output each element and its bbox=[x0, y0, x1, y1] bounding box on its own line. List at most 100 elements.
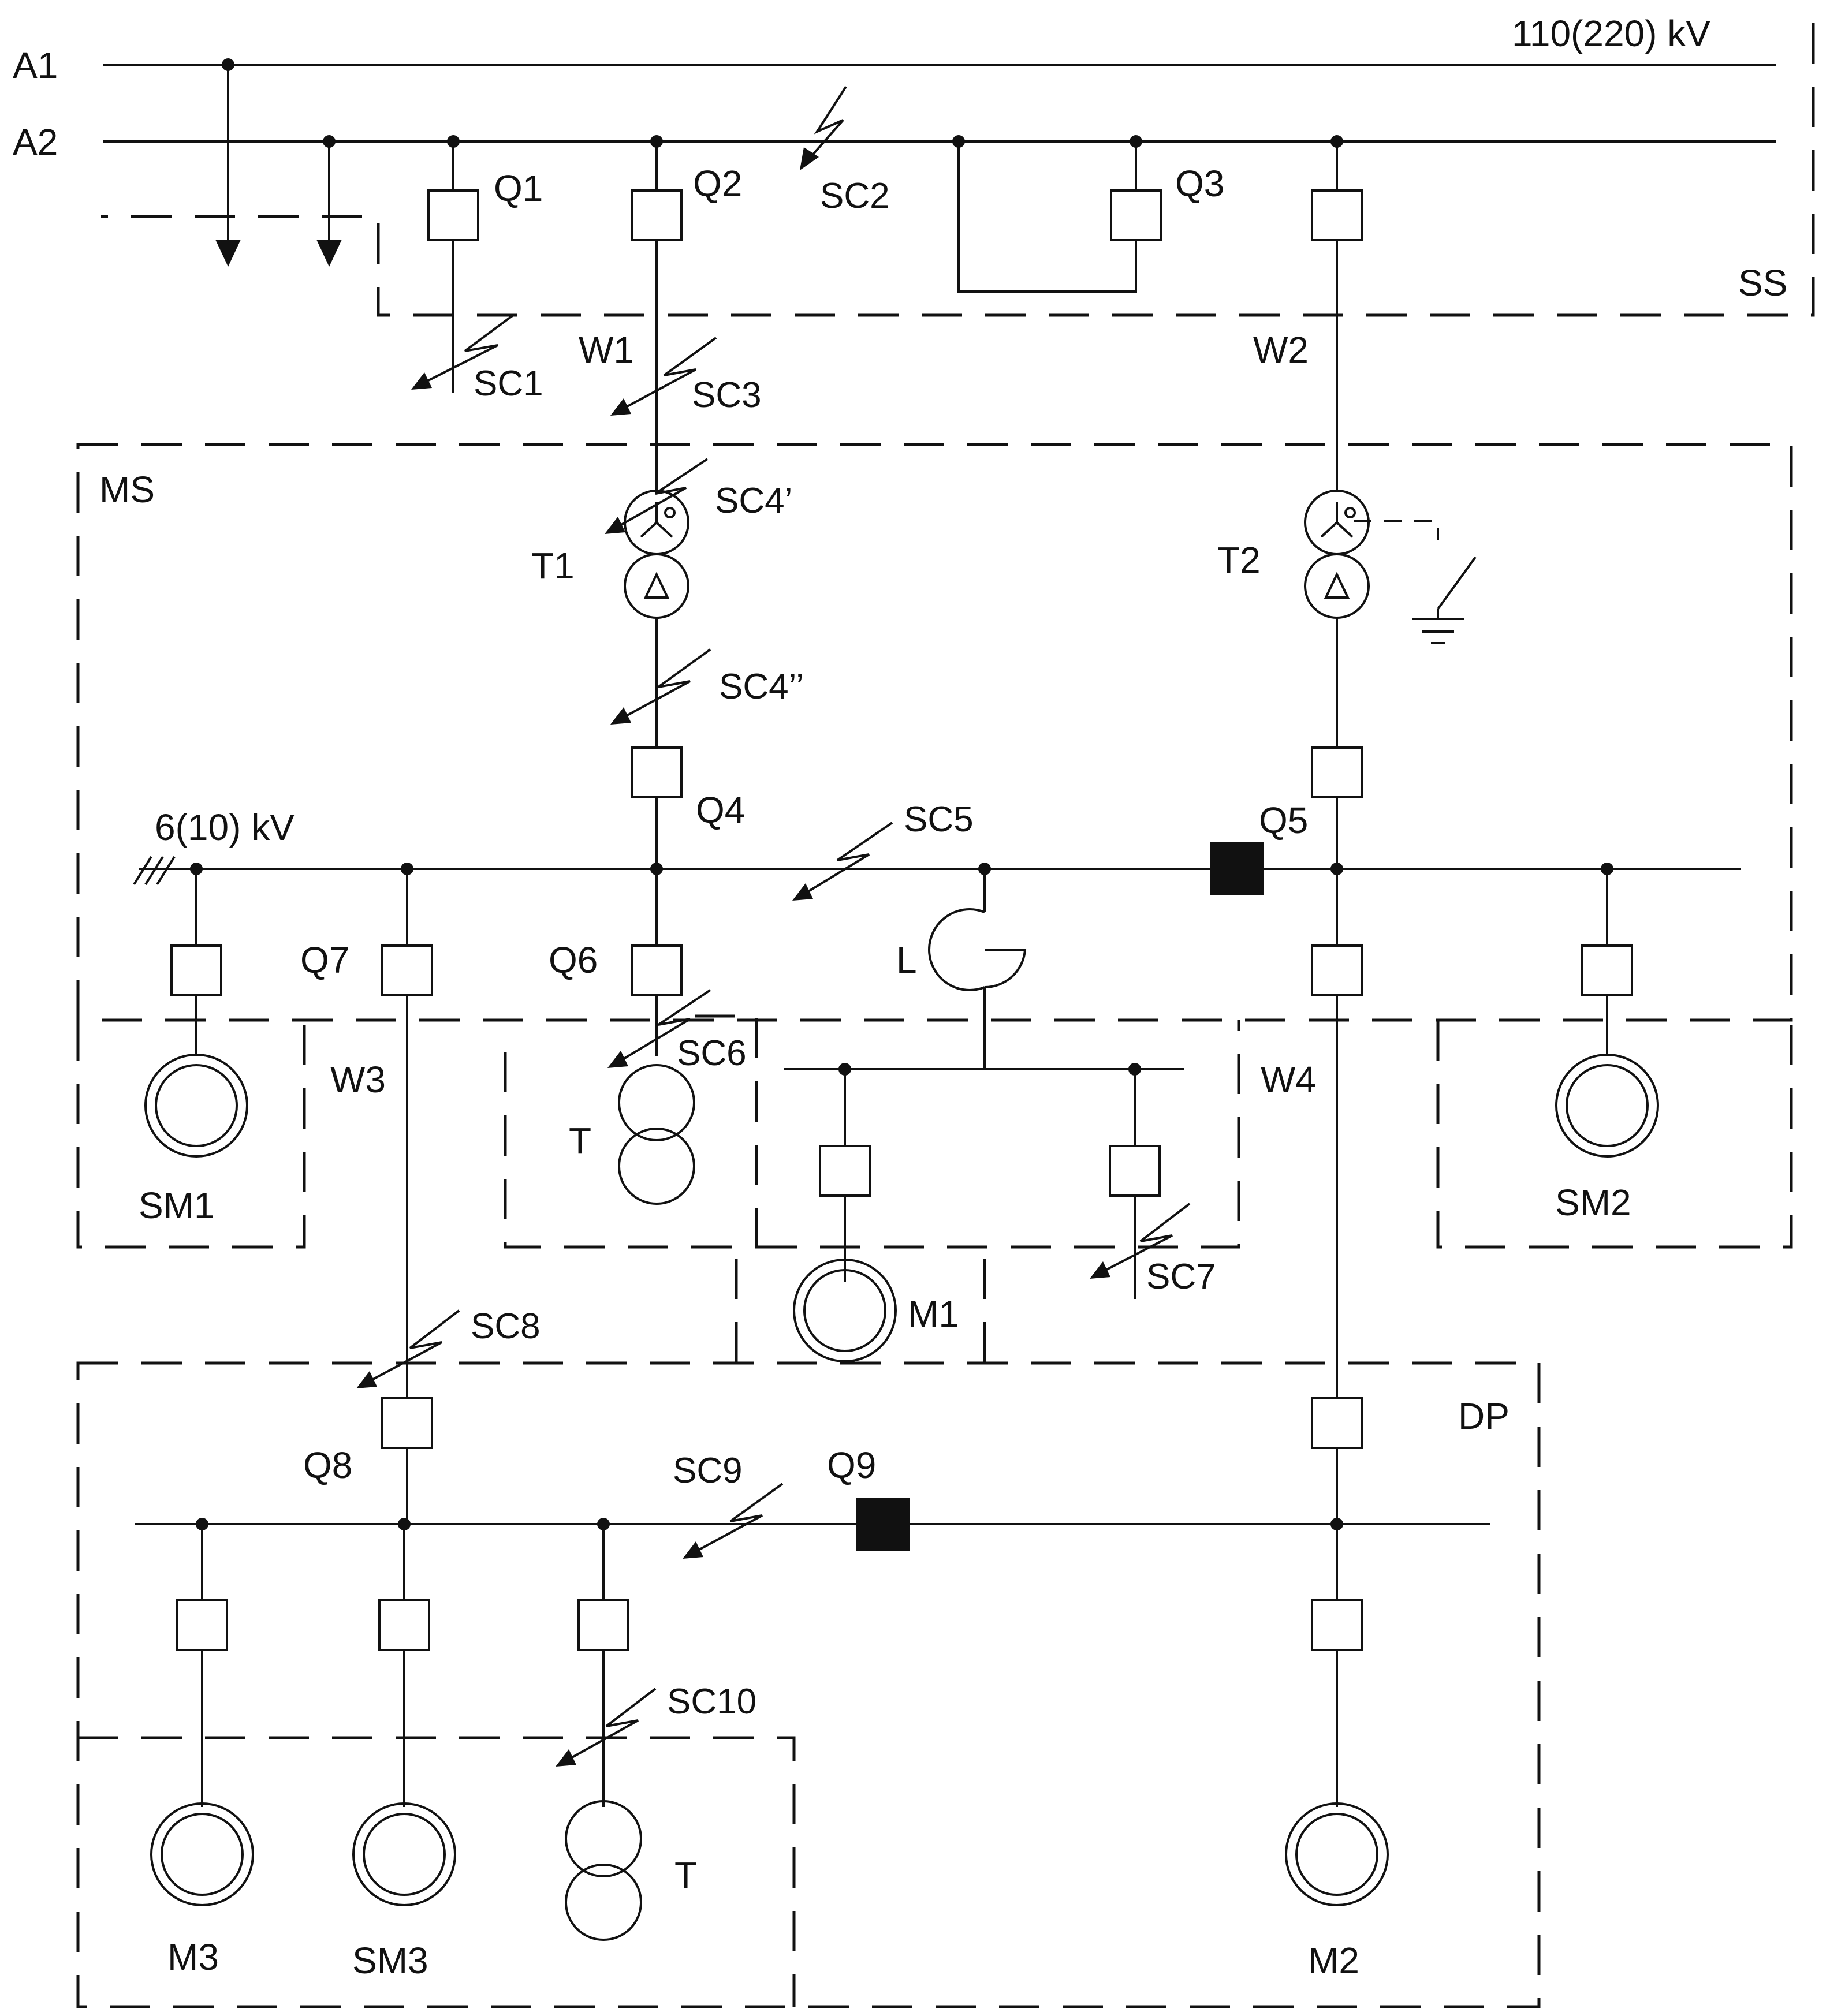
line-w3-label: W3 bbox=[330, 1059, 386, 1100]
transformer-t-ms-label: T bbox=[569, 1120, 591, 1162]
zone-dp-boundary bbox=[76, 1361, 1541, 2008]
dp-load-boundary bbox=[78, 1736, 796, 2007]
breaker-w4-dp bbox=[1311, 1397, 1363, 1449]
fault-sc10-label: SC10 bbox=[667, 1682, 756, 1722]
fault-sc9-label: SC9 bbox=[673, 1451, 743, 1491]
fault-sc8-icon bbox=[366, 1309, 460, 1384]
reactor-l bbox=[928, 908, 1027, 991]
fault-sc4b-arrowhead bbox=[610, 707, 631, 725]
breaker-m3 bbox=[176, 1599, 228, 1651]
t2-star-icon bbox=[1336, 521, 1354, 538]
bus-mv-hatch-2 bbox=[144, 856, 164, 886]
fault-sc1-arrowhead bbox=[411, 372, 432, 390]
sm2-boundary bbox=[1436, 1020, 1793, 1249]
fault-sc5-label: SC5 bbox=[904, 800, 974, 839]
breaker-q5 bbox=[1210, 842, 1264, 895]
junction bbox=[1330, 863, 1343, 875]
bus-mv-hatch-1 bbox=[133, 856, 152, 886]
conductors bbox=[103, 64, 1776, 1807]
fault-sc6-label: SC6 bbox=[677, 1033, 747, 1073]
junction bbox=[978, 863, 991, 875]
machine-sm1-label: SM1 bbox=[139, 1185, 215, 1226]
breaker-q8-label: Q8 bbox=[303, 1444, 352, 1486]
junction bbox=[1130, 135, 1142, 148]
breaker-w4 bbox=[1311, 944, 1363, 996]
fault-sc9-icon bbox=[692, 1483, 784, 1554]
t2-neutral-link bbox=[1354, 520, 1439, 540]
junction bbox=[1128, 1063, 1141, 1076]
t2-lv-winding bbox=[1304, 553, 1370, 619]
fault-sc10-arrowhead bbox=[556, 1749, 576, 1767]
breaker-q9-label: Q9 bbox=[827, 1444, 876, 1486]
load-arrow-a2 bbox=[316, 240, 342, 267]
fault-sc4b-label: SC4’’ bbox=[719, 667, 804, 707]
junction bbox=[650, 135, 663, 148]
t2-delta-icon bbox=[1324, 572, 1350, 599]
junction bbox=[1330, 1518, 1343, 1530]
breaker-q4 bbox=[631, 746, 683, 798]
machine-m2-label: M2 bbox=[1308, 1940, 1359, 1981]
breaker-w2 bbox=[1311, 189, 1363, 241]
junction bbox=[447, 135, 460, 148]
fault-sc10-icon bbox=[565, 1688, 657, 1762]
junction bbox=[1601, 863, 1613, 875]
zone-ss-label: SS bbox=[1738, 262, 1787, 304]
breaker-q1 bbox=[427, 189, 479, 241]
junction bbox=[952, 135, 965, 148]
fault-sc2-arrowhead bbox=[800, 147, 819, 170]
sm3-inner-icon bbox=[363, 1813, 446, 1896]
bus-mv-hatch-3 bbox=[156, 856, 176, 886]
breaker-q6 bbox=[631, 944, 683, 996]
m1-boundary bbox=[756, 1020, 1240, 1249]
junction bbox=[190, 863, 203, 875]
m3-outer-icon bbox=[150, 1802, 254, 1906]
fault-sc2-label: SC2 bbox=[820, 176, 890, 216]
breaker-q4-label: Q4 bbox=[696, 789, 745, 831]
junction bbox=[398, 1518, 411, 1530]
m2-outer-icon bbox=[1285, 1802, 1389, 1906]
breaker-t-dp bbox=[577, 1599, 629, 1651]
t2-neutral-icon bbox=[1344, 507, 1356, 518]
fault-sc3-icon bbox=[620, 337, 717, 411]
breakers bbox=[170, 189, 1633, 1651]
breaker-q1-label: Q1 bbox=[494, 167, 543, 209]
breaker-sm2 bbox=[1581, 944, 1633, 996]
breaker-q6-label: Q6 bbox=[549, 939, 598, 981]
sm2-inner-icon bbox=[1566, 1064, 1649, 1147]
t-ms-upper-winding bbox=[618, 1064, 695, 1141]
mv-voltage-label: 6(10) kV bbox=[155, 807, 295, 848]
line-w1-label: W1 bbox=[579, 329, 634, 371]
t-dp-upper-winding bbox=[565, 1800, 642, 1877]
t2-neutral-switch bbox=[1437, 556, 1477, 610]
breaker-q2-label: Q2 bbox=[693, 163, 742, 204]
load-arrows bbox=[215, 240, 342, 267]
section-breakers bbox=[856, 842, 1264, 1551]
fault-sc3-label: SC3 bbox=[692, 375, 762, 415]
breaker-q8 bbox=[381, 1397, 433, 1449]
bus-a2-label: A2 bbox=[13, 121, 58, 163]
q3-loop bbox=[957, 141, 1137, 293]
fault-symbols bbox=[366, 85, 1191, 1762]
junction bbox=[222, 58, 234, 71]
zone-ss-boundary bbox=[101, 23, 1815, 317]
fault-arrowheads bbox=[356, 147, 1110, 1767]
breaker-q3-label: Q3 bbox=[1175, 163, 1224, 204]
zone-boundaries bbox=[76, 23, 1815, 2008]
zone-dp-label: DP bbox=[1458, 1395, 1510, 1437]
sm3-outer-icon bbox=[352, 1802, 456, 1906]
breaker-q3 bbox=[1110, 189, 1162, 241]
sm1-outer-icon bbox=[144, 1054, 248, 1158]
breaker-q9 bbox=[856, 1498, 910, 1551]
breaker-sc7-feeder bbox=[1109, 1145, 1161, 1197]
zone-ms-boundary bbox=[76, 443, 1793, 1022]
breaker-t2-lv bbox=[1311, 746, 1363, 798]
hv-voltage-label: 110(220) kV bbox=[1512, 13, 1710, 54]
t1-lv-winding bbox=[624, 553, 689, 619]
sm1-inner-icon bbox=[155, 1064, 238, 1147]
zone-ms-label: MS bbox=[99, 469, 155, 510]
fault-sc1-label: SC1 bbox=[474, 364, 543, 404]
transformer-t2-label: T2 bbox=[1217, 539, 1261, 581]
m1-outer-icon bbox=[793, 1259, 897, 1362]
